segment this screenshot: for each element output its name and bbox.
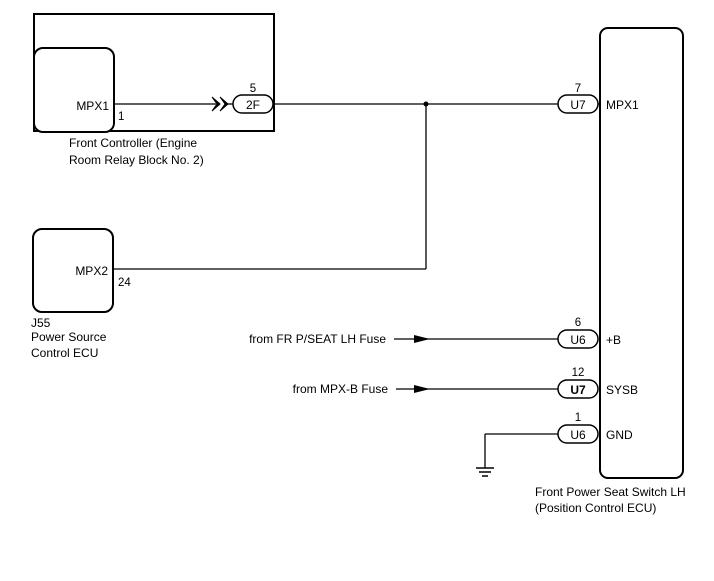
connector-u6-b-pin: 6 [575, 317, 581, 329]
seat-switch-box [599, 27, 684, 479]
connector-arrow-icon [211, 96, 229, 112]
front-controller-terminal-label: MPX1 [76, 99, 109, 113]
connector-u7-sysb [557, 379, 599, 399]
power-source-ecu-terminal-label: MPX2 [75, 264, 108, 278]
power-source-ecu-box [32, 228, 114, 313]
front-controller-pin: 1 [118, 111, 124, 123]
seat-switch-name-line2: (Position Control ECU) [535, 501, 656, 515]
connector-u6-gnd-label: U6 [570, 428, 586, 442]
front-controller-name-line1: Front Controller (Engine [69, 136, 197, 150]
fuse-fr-pseat-label: from FR P/SEAT LH Fuse [249, 332, 386, 346]
seat-switch-name-line1: Front Power Seat Switch LH [535, 485, 686, 499]
connector-u6-gnd [557, 424, 599, 444]
connector-u6-gnd-pin: 1 [575, 412, 581, 424]
connector-u7-mpx1-pin: 7 [575, 83, 581, 95]
power-source-ecu-name-line1: Power Source [31, 330, 107, 344]
connector-u7-mpx1-label: U7 [570, 98, 586, 112]
seat-terminal-gnd-label: GND [606, 428, 633, 442]
connector-u7-sysb-label: U7 [570, 383, 586, 397]
arrow-fr-pseat-icon [414, 335, 430, 343]
connector-u6-b [557, 329, 599, 349]
connector-u6-b-label: U6 [570, 333, 586, 347]
power-source-ecu-pin: 24 [118, 277, 131, 289]
connector-u7-mpx1 [557, 94, 599, 114]
front-controller-name-line2: Room Relay Block No. 2) [69, 153, 204, 167]
fuse-mpxb-label: from MPX-B Fuse [293, 382, 389, 396]
seat-terminal-b-label: +B [606, 333, 621, 347]
power-source-ecu-code: J55 [31, 316, 51, 330]
power-source-ecu-name-line2: Control ECU [31, 346, 98, 360]
front-controller-box [33, 47, 115, 133]
seat-terminal-mpx1-label: MPX1 [606, 98, 639, 112]
connector-2f-label: 2F [246, 98, 260, 112]
connector-2f-pin: 5 [250, 83, 256, 95]
connector-u7-sysb-pin: 12 [572, 367, 585, 379]
ground-icon [476, 467, 494, 477]
arrow-mpxb-icon [414, 385, 430, 393]
seat-terminal-sysb-label: SYSB [606, 383, 638, 397]
